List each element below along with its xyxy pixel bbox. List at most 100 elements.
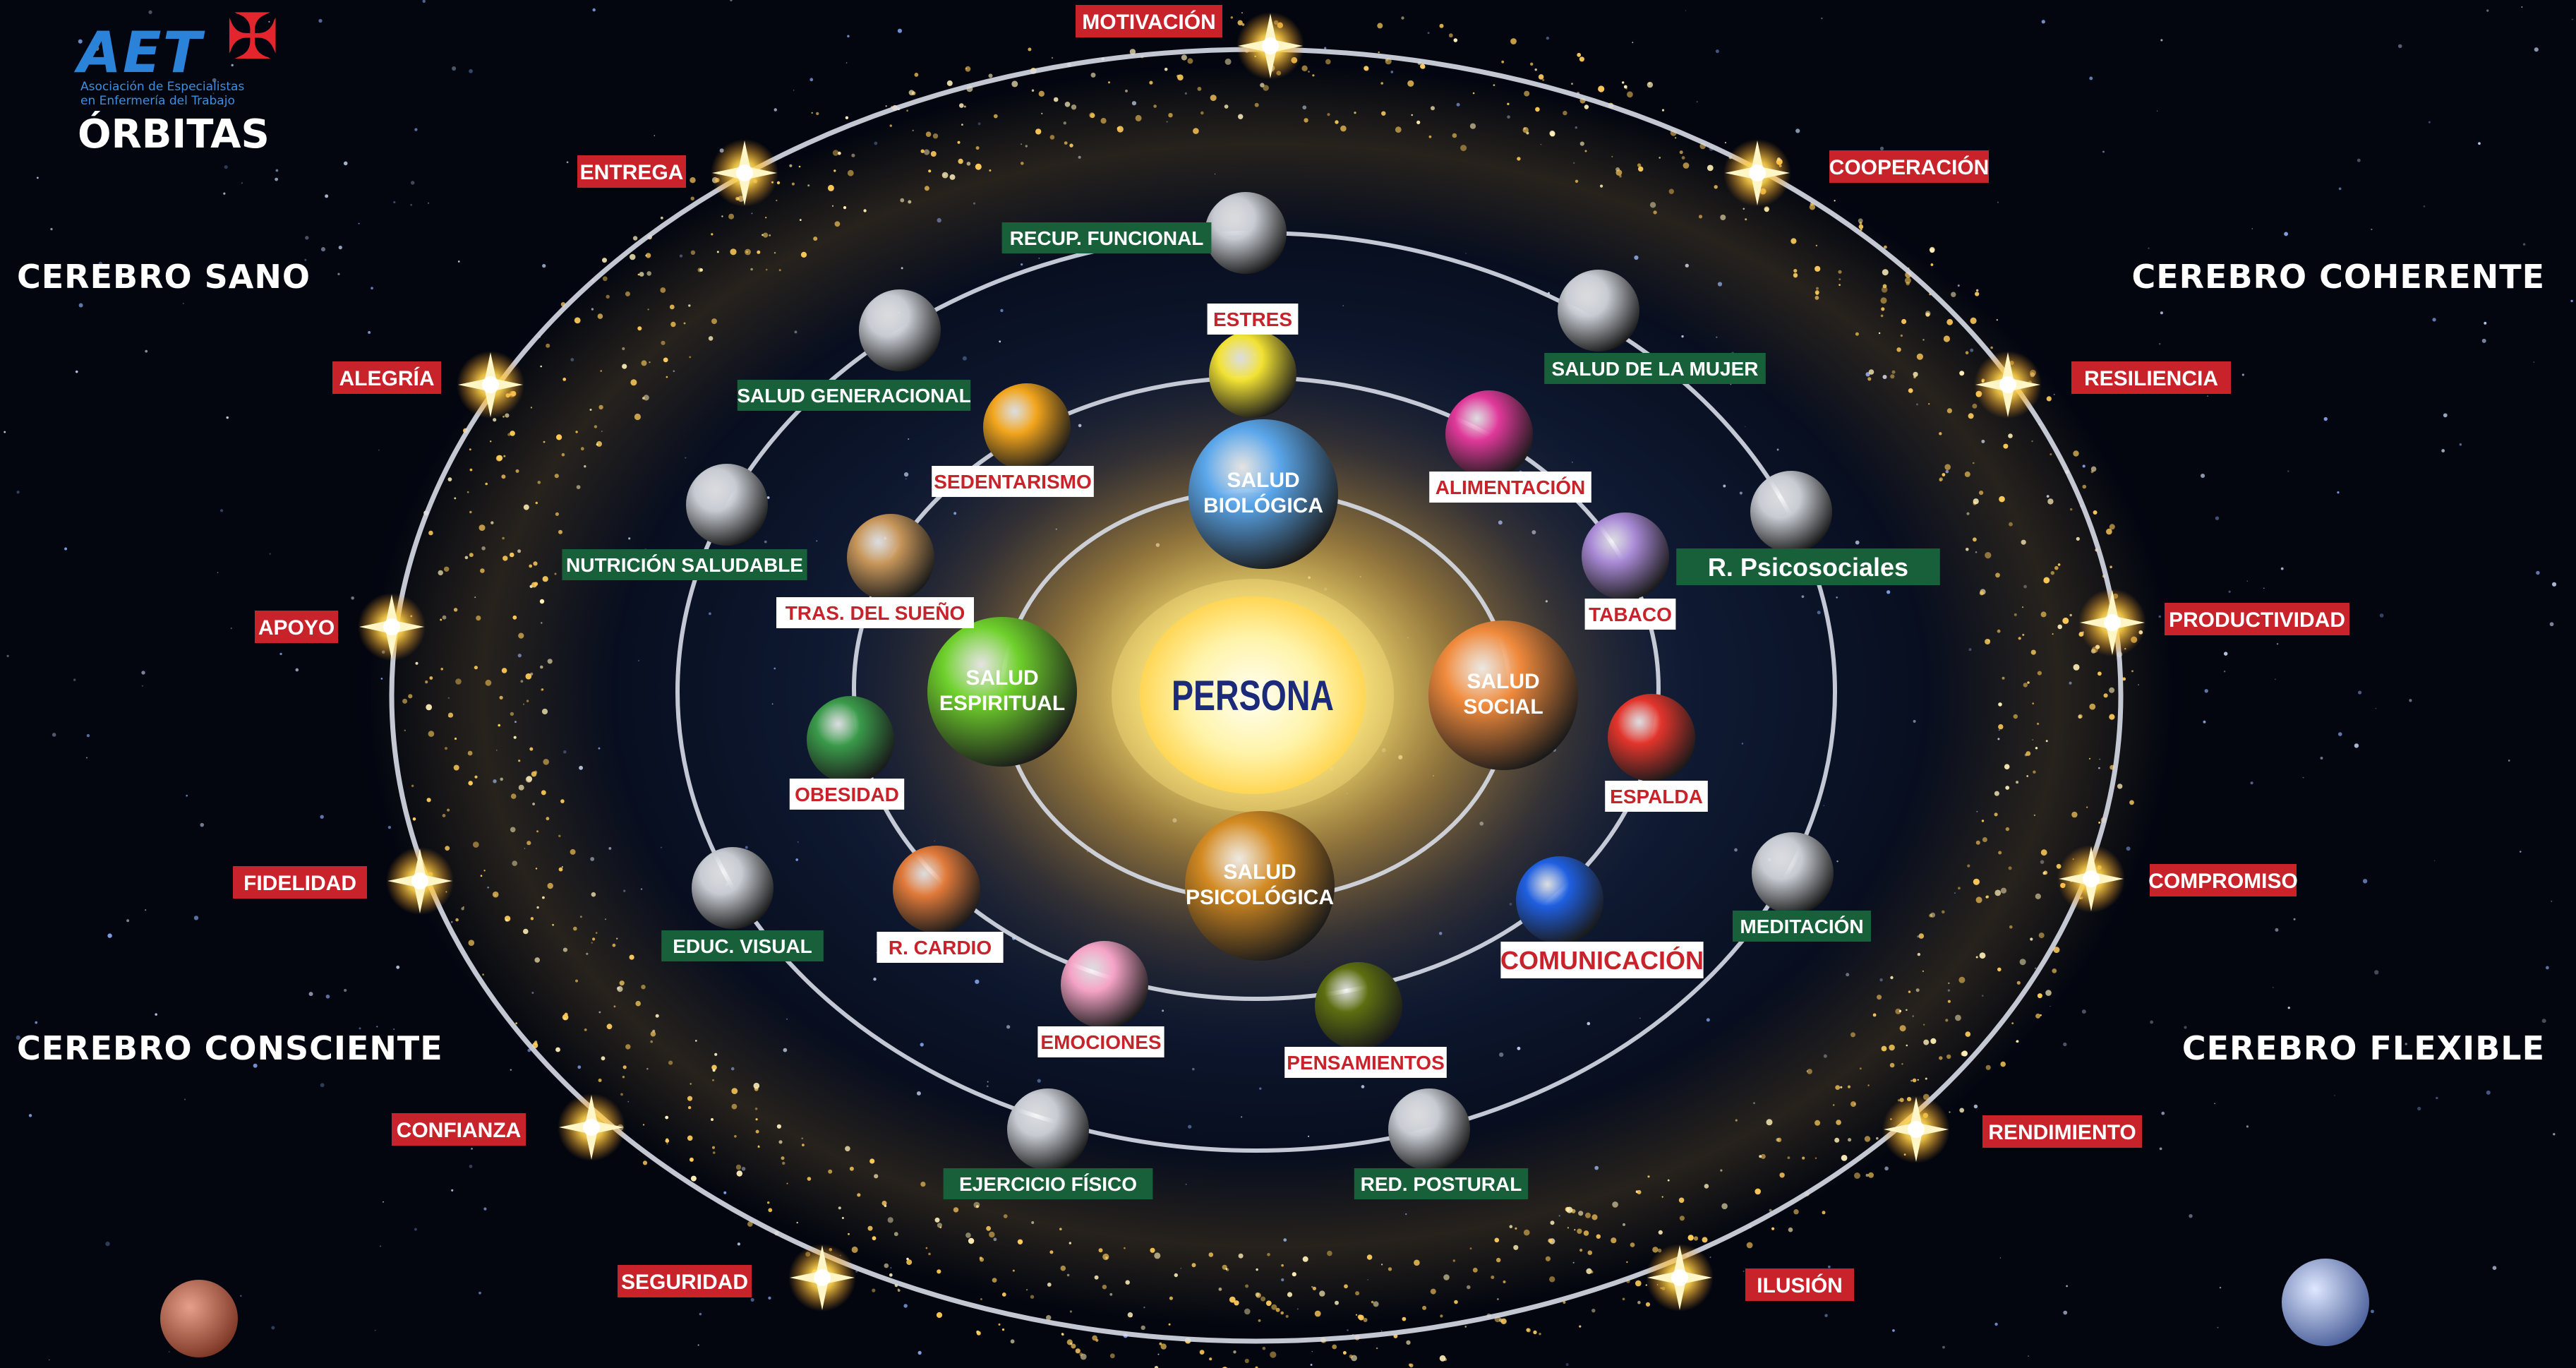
asteroid-dot: [1942, 473, 1946, 476]
asteroid-dot: [908, 200, 912, 204]
motivacion-tag-bg: [1076, 5, 1222, 37]
asteroid-dot: [1955, 1014, 1961, 1021]
asteroid-dot: [1454, 1300, 1458, 1304]
salud-de-la-mujer-tag-bg: [1544, 353, 1766, 384]
bg-star-dot: [118, 1048, 121, 1050]
asteroid-dot: [1884, 245, 1887, 249]
center-label: PERSONA: [1172, 672, 1334, 719]
asteroid-dot: [1915, 988, 1920, 992]
asteroid-dot: [622, 364, 627, 369]
asteroid-dot: [782, 1161, 786, 1165]
bg-star-dot: [2371, 228, 2373, 231]
asteroid-dot: [558, 529, 562, 534]
asteroid-dot: [666, 376, 668, 378]
asteroid-dot: [1600, 184, 1603, 188]
ejercicio-fisico-label: EJERCICIO FÍSICO: [959, 1173, 1137, 1195]
asteroid-dot: [1373, 1301, 1379, 1307]
asteroid-dot: [455, 678, 462, 685]
ejercicio-fisico-tag: EJERCICIO FÍSICO: [943, 1168, 1153, 1199]
bg-star-dot: [268, 20, 270, 23]
bg-star-dot: [86, 757, 88, 759]
rendimiento-label: RENDIMIENTO: [1988, 1121, 2136, 1144]
bg-star-dot: [1824, 1314, 1828, 1317]
asteroid-dot: [1816, 287, 1819, 290]
asteroid-dot: [1497, 1298, 1499, 1300]
asteroid-dot: [757, 250, 761, 254]
asteroid-dot: [442, 814, 446, 817]
asteroid-dot: [1647, 81, 1654, 88]
salud-generacional-planet: [859, 289, 941, 371]
asteroid-dot: [600, 370, 602, 372]
asteroid-dot: [2030, 937, 2033, 941]
bg-star-dot: [36, 176, 39, 179]
asteroid-dot: [1332, 1344, 1337, 1350]
bg-star-dot: [380, 1245, 382, 1247]
asteroid-dot: [2050, 453, 2052, 456]
bg-star-dot: [304, 258, 307, 261]
asteroid-dot: [542, 576, 548, 582]
bg-star-dot: [592, 8, 596, 12]
bg-star-dot: [2337, 491, 2340, 494]
asteroid-dot: [1453, 38, 1458, 42]
bg-star-dot: [2379, 613, 2384, 618]
asteroid-dot: [1626, 1261, 1628, 1264]
bg-star-dot: [105, 1241, 110, 1247]
bg-star-dot: [2534, 47, 2539, 52]
asteroid-dot: [813, 236, 818, 241]
asteroid-dot: [689, 356, 692, 359]
bg-star-dot: [126, 919, 130, 923]
bg-star-dot: [1743, 1271, 1745, 1273]
asteroid-dot: [1285, 1314, 1289, 1318]
bg-star-dot: [730, 0, 733, 1]
bg-star-dot: [2150, 1020, 2153, 1024]
asteroid-dot: [851, 1246, 858, 1253]
asteroid-dot: [2054, 565, 2059, 570]
asteroid-dot: [1882, 269, 1889, 276]
asteroid-dot: [1312, 74, 1315, 77]
asteroid-dot: [845, 116, 849, 119]
asteroid-dot: [1802, 1156, 1805, 1160]
asteroid-dot: [1951, 292, 1956, 297]
bg-star-dot: [343, 161, 348, 166]
bg-star-dot: [469, 68, 473, 73]
asteroid-dot: [1385, 58, 1392, 65]
asteroid-dot: [1635, 1280, 1642, 1287]
compromiso-tag: COMPROMISO: [2148, 864, 2298, 896]
asteroid-dot: [1906, 1009, 1908, 1012]
asteroid-dot: [1814, 296, 1819, 300]
alegria-star-icon: [457, 351, 524, 419]
bg-star-dot: [148, 10, 152, 14]
asteroid-dot: [510, 793, 517, 799]
asteroid-dot: [1959, 371, 1965, 376]
asteroid-dot: [602, 276, 608, 282]
asteroid-dot: [1422, 1305, 1427, 1310]
asteroid-dot: [1788, 1227, 1793, 1232]
bg-star-dot: [2334, 1095, 2335, 1096]
asteroid-dot: [965, 1232, 971, 1238]
asteroid-dot: [847, 169, 854, 176]
bg-star-dot: [374, 1329, 376, 1331]
asteroid-dot: [1591, 1309, 1596, 1313]
asteroid-dot: [976, 1205, 979, 1208]
asteroid-dot: [1539, 1333, 1541, 1336]
ilusion-star-icon: [1646, 1244, 1714, 1312]
asteroid-dot: [469, 448, 471, 451]
corner-planet-red: [160, 1280, 238, 1357]
bg-star-dot: [2228, 590, 2231, 593]
asteroid-dot: [1923, 1024, 1925, 1026]
bg-star-dot: [1241, 12, 1244, 14]
asteroid-dot: [1973, 498, 1979, 505]
asteroid-dot: [747, 1221, 753, 1227]
bg-star-dot: [95, 46, 100, 51]
asteroid-dot: [1793, 269, 1798, 273]
apoyo-tag-bg: [255, 611, 338, 643]
recup-funcional-tag: RECUP. FUNCIONAL: [1001, 222, 1212, 253]
asteroid-dot: [731, 1088, 738, 1094]
asteroid-dot: [755, 1129, 759, 1134]
comunicacion-label: COMUNICACIÓN: [1500, 945, 1704, 975]
asteroid-dot: [622, 1065, 627, 1069]
asteroid-dot: [1922, 970, 1925, 973]
fidelidad-tag-bg: [233, 866, 367, 899]
asteroid-dot: [1535, 107, 1540, 112]
bg-star-dot: [428, 202, 430, 204]
